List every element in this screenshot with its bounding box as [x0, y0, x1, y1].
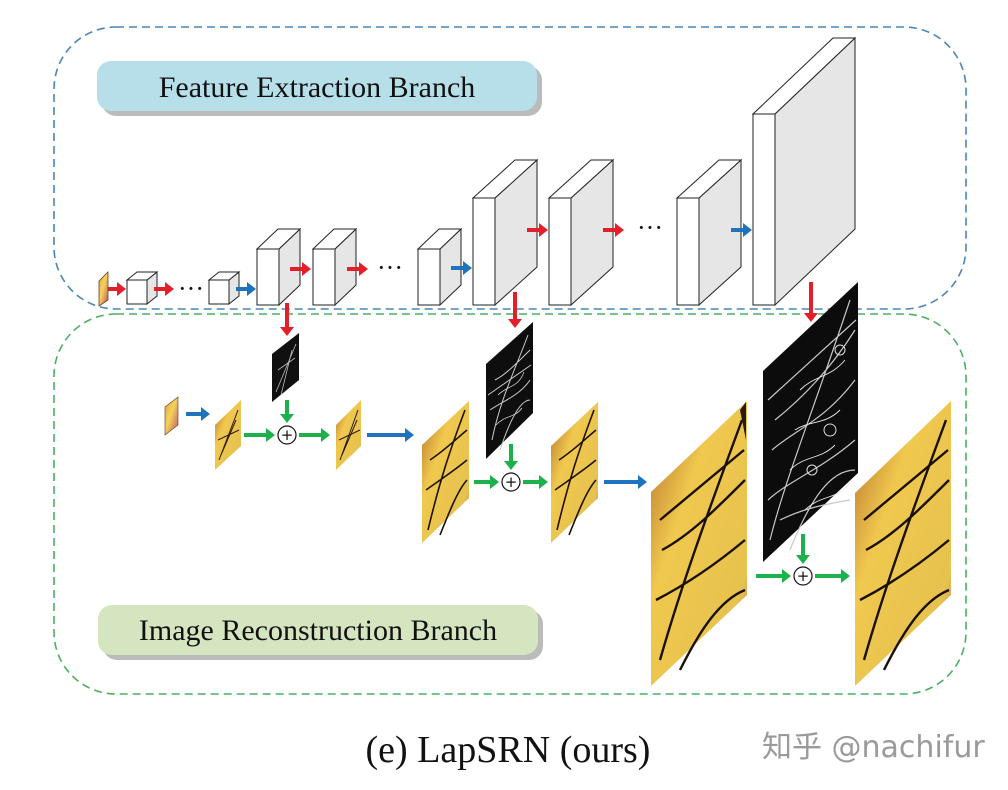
arrow-19 — [367, 428, 414, 442]
arrow-18 — [299, 428, 330, 442]
feature-block-7 — [547, 158, 615, 307]
upsampled-image-1 — [215, 400, 241, 470]
arrow-21 — [523, 475, 548, 489]
ellipsis-3: ··· — [637, 213, 663, 242]
arrow-22 — [604, 475, 647, 489]
arrow-12 — [804, 282, 818, 322]
upsampled-image-3 — [651, 401, 747, 686]
feature-branch-label: Feature Extraction Branch — [97, 61, 542, 116]
upsampled-image-2 — [422, 401, 469, 543]
feature-block-1 — [125, 270, 159, 306]
lr-input-image — [164, 396, 179, 436]
feature-block-9 — [751, 36, 857, 307]
arrow-8 — [603, 223, 624, 237]
arrow-24 — [815, 569, 850, 583]
arrow-10 — [280, 303, 294, 336]
feature-block-2 — [207, 270, 241, 306]
feature-block-5 — [416, 227, 463, 307]
arrow-3 — [236, 282, 256, 296]
arrow-1 — [108, 282, 126, 296]
output-image-1 — [336, 400, 361, 470]
arrow-9 — [731, 223, 752, 237]
reconstruction-branch-label: Image Reconstruction Branch — [98, 605, 543, 660]
arrow-11 — [508, 292, 522, 328]
arrow-4 — [290, 262, 311, 276]
feature-block-3 — [255, 227, 302, 307]
ellipsis-2: ··· — [377, 253, 403, 282]
sum-node-2: + — [501, 472, 521, 492]
residual-map-3 — [763, 282, 858, 562]
feature-blocks — [125, 36, 857, 307]
arrow-14 — [504, 444, 518, 470]
feature-block-8 — [675, 158, 743, 307]
reconstruction-branch-frame — [53, 313, 967, 695]
arrow-2 — [154, 282, 174, 296]
arrows — [108, 223, 850, 583]
feature-block-4 — [311, 227, 358, 307]
arrow-15 — [796, 534, 810, 564]
input-thumbnail — [98, 271, 109, 307]
arrow-13 — [280, 400, 294, 423]
svg-text:+: + — [281, 426, 294, 444]
svg-text:+: + — [797, 567, 810, 585]
figure-caption: (e) LapSRN (ours) — [366, 729, 651, 771]
arrow-20 — [474, 475, 499, 489]
arrow-23 — [756, 569, 791, 583]
arrow-17 — [244, 428, 275, 442]
arrow-7 — [527, 223, 548, 237]
feature-branch-frame — [53, 26, 967, 310]
sum-node-3: + — [793, 566, 813, 586]
feature-branch-title: Feature Extraction Branch — [159, 71, 476, 104]
sum-node-1: + — [277, 425, 297, 445]
final-output-image — [855, 401, 951, 686]
reconstruction-branch-title: Image Reconstruction Branch — [139, 614, 497, 647]
svg-text:+: + — [505, 473, 518, 491]
arrow-5 — [347, 262, 368, 276]
residual-map-1 — [272, 333, 299, 402]
output-image-2 — [551, 402, 598, 543]
residual-map-2 — [486, 322, 533, 459]
watermark: 知乎 @nachifur — [762, 730, 985, 765]
arrow-16 — [186, 407, 210, 421]
arrow-6 — [451, 261, 472, 275]
feature-block-6 — [471, 158, 539, 307]
ellipsis-1: ··· — [178, 274, 204, 303]
